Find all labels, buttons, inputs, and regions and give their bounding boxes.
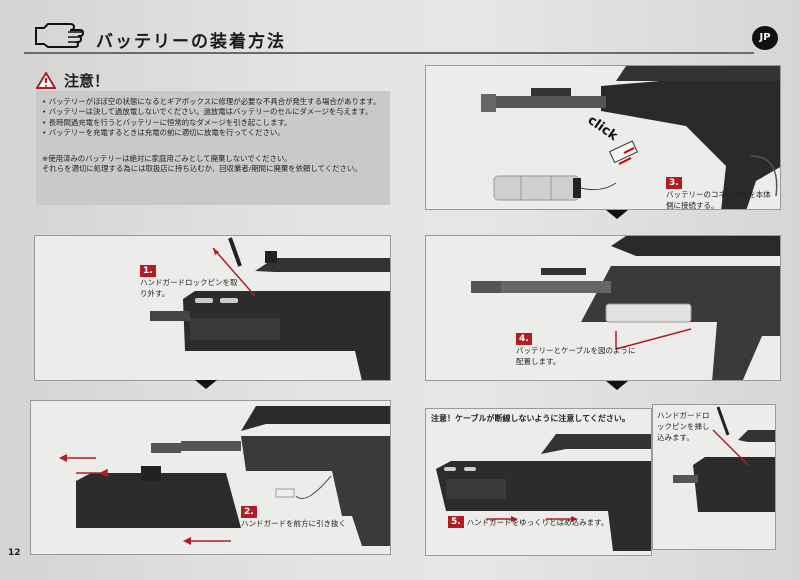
step-6-text: ハンドガードロックピンを挿し込みます。	[657, 411, 710, 442]
rifle-photo	[150, 237, 390, 380]
step-1-callout: 1. ハンドガードロックピンを取り外す。	[140, 258, 240, 299]
caution-bullet: バッテリーを充電するときは充電の前に適切に放電を行ってください。	[42, 128, 384, 138]
warning-icon	[36, 72, 56, 89]
language-badge: JP	[752, 26, 778, 50]
rifle-photo	[59, 406, 390, 546]
step-3-number: 3.	[666, 177, 682, 189]
step-1-number: 1.	[140, 265, 156, 277]
caution-bullet: バッテリーは決して過放電しないでください。過放電はバッテリーのセルにダメージを与…	[42, 107, 384, 117]
step-3-text: バッテリーのコネクターを本体側に接続する。	[666, 190, 771, 210]
step-2-callout: 2. ハンドガードを前方に引き抜く	[241, 499, 390, 529]
caution-bullet: バッテリーがほぼ空の状態になるとギアボックスに修理が必要な不具合が発生する場合が…	[42, 97, 384, 107]
step-2-panel: 2. ハンドガードを前方に引き抜く	[30, 400, 391, 555]
next-arrow-icon	[606, 210, 628, 219]
rifle-photo	[471, 236, 780, 380]
rifle-photo	[481, 66, 780, 209]
rifle-photo	[436, 434, 651, 551]
step-6-panel: ハンドガードロックピンを挿し込みます。	[652, 404, 776, 550]
step-4-number: 4.	[516, 333, 532, 345]
step-5-panel: 注意！ケーブルが断線しないように注意してください。 5. ハンドガードをゆっくり…	[425, 408, 652, 556]
step-5-text: ハンドガードをゆっくりとはめ込みます。	[466, 518, 609, 527]
step-2-text: ハンドガードを前方に引き抜く	[241, 519, 346, 528]
next-arrow-icon	[195, 380, 217, 389]
step-4-callout: 4. バッテリーとケーブルを図のように配置します。	[516, 326, 636, 367]
step-4-text: バッテリーとケーブルを図のように配置します。	[516, 346, 636, 366]
caution-bullet: 長時間過充電を行うとバッテリーに恒常的なダメージを引き起こします。	[42, 118, 384, 128]
header-divider	[24, 52, 754, 54]
hand-pointer-icon	[35, 23, 85, 48]
rifle-photo	[673, 406, 775, 512]
step-5-callout: 5. ハンドガードをゆっくりとはめ込みます。	[448, 516, 651, 528]
caution-heading: 注意！	[36, 70, 109, 91]
caution-box: バッテリーがほぼ空の状態になるとギアボックスに修理が必要な不具合が発生する場合が…	[36, 91, 390, 205]
disposal-note-1: ※使用済みのバッテリーは絶対に家庭用ごみとして廃棄しないでください。	[42, 154, 292, 164]
step-1-panel: 1. ハンドガードロックピンを取り外す。	[34, 235, 391, 381]
next-arrow-icon	[606, 381, 628, 390]
cable-warning: 注意！ケーブルが断線しないように注意してください。	[431, 414, 630, 423]
disposal-note-2: それらを適切に処理する為には取扱店に持ち込むか、回収業者/期間に廃棄を依頼してく…	[42, 164, 362, 174]
page-number: 12	[8, 548, 21, 558]
caution-title: 注意！	[64, 72, 110, 90]
step-5-number: 5.	[448, 516, 464, 528]
step-3-panel: click 3. バッテリーのコネクターを本体側に接続する。	[425, 65, 781, 210]
page-title: バッテリーの装着方法	[96, 32, 286, 52]
step-3-callout: 3. バッテリーのコネクターを本体側に接続する。	[666, 170, 776, 210]
step-1-text: ハンドガードロックピンを取り外す。	[140, 278, 238, 298]
step-4-panel: 4. バッテリーとケーブルを図のように配置します。	[425, 235, 781, 381]
step-2-number: 2.	[241, 506, 257, 518]
